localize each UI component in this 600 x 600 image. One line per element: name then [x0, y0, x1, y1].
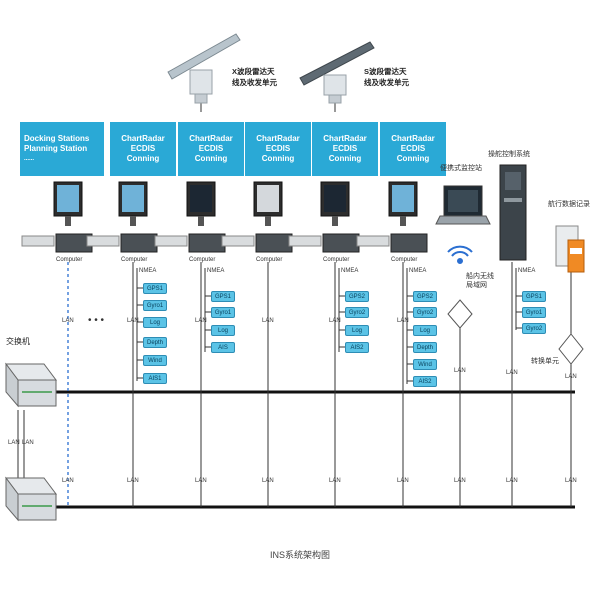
converter-label: 转换单元	[531, 358, 559, 365]
sensor-ais: AIS2	[413, 376, 437, 387]
sensor-ais: AIS2	[345, 342, 369, 353]
sensor-log: Log	[413, 325, 437, 336]
sensor-gyro: Gyro1	[143, 300, 167, 311]
nmea-label: NMEA	[518, 268, 536, 274]
nmea-label: NMEA	[207, 268, 225, 274]
sensor-gps: GPS2	[413, 291, 437, 302]
computer-label: Computer	[391, 257, 418, 263]
nmea-label: NMEA	[139, 268, 157, 274]
planning-station-title: Docking Stations Planning Station ......	[20, 122, 104, 176]
workstation-4-icon	[221, 181, 293, 253]
lan-label: LAN	[127, 318, 139, 324]
lan-label: LAN	[565, 478, 577, 484]
workstation-1-icon	[21, 181, 93, 253]
workstation-5-icon	[288, 181, 360, 253]
sensor-gps: GPS1	[522, 291, 546, 302]
computer-label: Computer	[189, 257, 216, 263]
sensor-gyro: Gyro2	[522, 323, 546, 334]
sensor-log: Log	[211, 325, 235, 336]
x-band-radar-antenna-icon	[167, 33, 241, 104]
lan-label: LAN	[329, 318, 341, 324]
sensor-gyro: Gyro1	[522, 307, 546, 318]
steering-console-icon	[499, 164, 527, 261]
wifi-lan-label: 船内无线局域网	[466, 273, 494, 289]
lan-label: LAN	[62, 478, 74, 484]
lan-label: LAN	[8, 440, 20, 446]
lan-label: LAN	[62, 318, 74, 324]
s-band-antenna-label: S波段雷达天线及收发单元	[364, 67, 409, 87]
sensor-wind: Wind	[143, 355, 167, 366]
lan-label: LAN	[262, 318, 274, 324]
sensor-gyro: Gyro1	[211, 307, 235, 318]
lan-label: LAN	[565, 374, 577, 380]
sensor-wind: Wind	[413, 359, 437, 370]
nmea-label: NMEA	[341, 268, 359, 274]
sensor-gps: GPS2	[345, 291, 369, 302]
switch-label: 交换机	[6, 337, 30, 346]
diagram-caption: INS系统架构图	[269, 550, 330, 560]
computer-label: Computer	[256, 257, 283, 263]
lan-label: LAN	[195, 478, 207, 484]
vdr-label: 航行数据记录	[548, 201, 590, 208]
more-stations-ellipsis: • • •	[88, 315, 105, 326]
wifi-converter-icon	[447, 299, 473, 329]
lan-label: LAN	[397, 478, 409, 484]
lan-label: LAN	[262, 478, 274, 484]
lan-label: LAN	[506, 370, 518, 376]
portable-station-label: 便携式监控站	[440, 165, 482, 172]
vdr-converter-icon	[558, 333, 584, 365]
lan-label: LAN	[506, 478, 518, 484]
sensor-gyro: Gyro2	[413, 307, 437, 318]
wifi-icon	[447, 245, 473, 264]
lan-label: LAN	[454, 478, 466, 484]
computer-label: Computer	[323, 257, 350, 263]
workstation-6-icon	[356, 181, 428, 253]
x-band-antenna-label: X波段雷达天线及收发单元	[232, 67, 277, 87]
s-band-radar-antenna-icon	[299, 41, 375, 104]
sensor-gyro: Gyro2	[345, 307, 369, 318]
workstation-2-icon	[86, 181, 158, 253]
computer-label: Computer	[121, 257, 148, 263]
sensor-ais: AIS1	[143, 373, 167, 384]
lan-label: LAN	[22, 440, 34, 446]
lan-label: LAN	[397, 318, 409, 324]
vdr-unit-icon	[555, 225, 585, 273]
laptop-icon	[435, 185, 491, 225]
network-switch-1-icon	[5, 362, 57, 408]
sensor-log: Log	[345, 325, 369, 336]
nmea-label: NMEA	[409, 268, 427, 274]
sensor-depth: Depth	[143, 337, 167, 348]
lan-label: LAN	[127, 478, 139, 484]
sensor-depth: Depth	[413, 342, 437, 353]
lan-label: LAN	[454, 368, 466, 374]
sensor-ais: AIS	[211, 342, 235, 353]
network-switch-2-icon	[5, 476, 57, 522]
computer-label: Computer	[56, 257, 83, 263]
sensor-gps: GPS1	[143, 283, 167, 294]
sensor-gps: GPS1	[211, 291, 235, 302]
steering-system-label: 操舵控制系统	[488, 151, 530, 158]
sensor-log: Log	[143, 317, 167, 328]
workstation-3-icon	[154, 181, 226, 253]
lan-label: LAN	[195, 318, 207, 324]
lan-label: LAN	[329, 478, 341, 484]
lan-drops	[132, 262, 572, 507]
